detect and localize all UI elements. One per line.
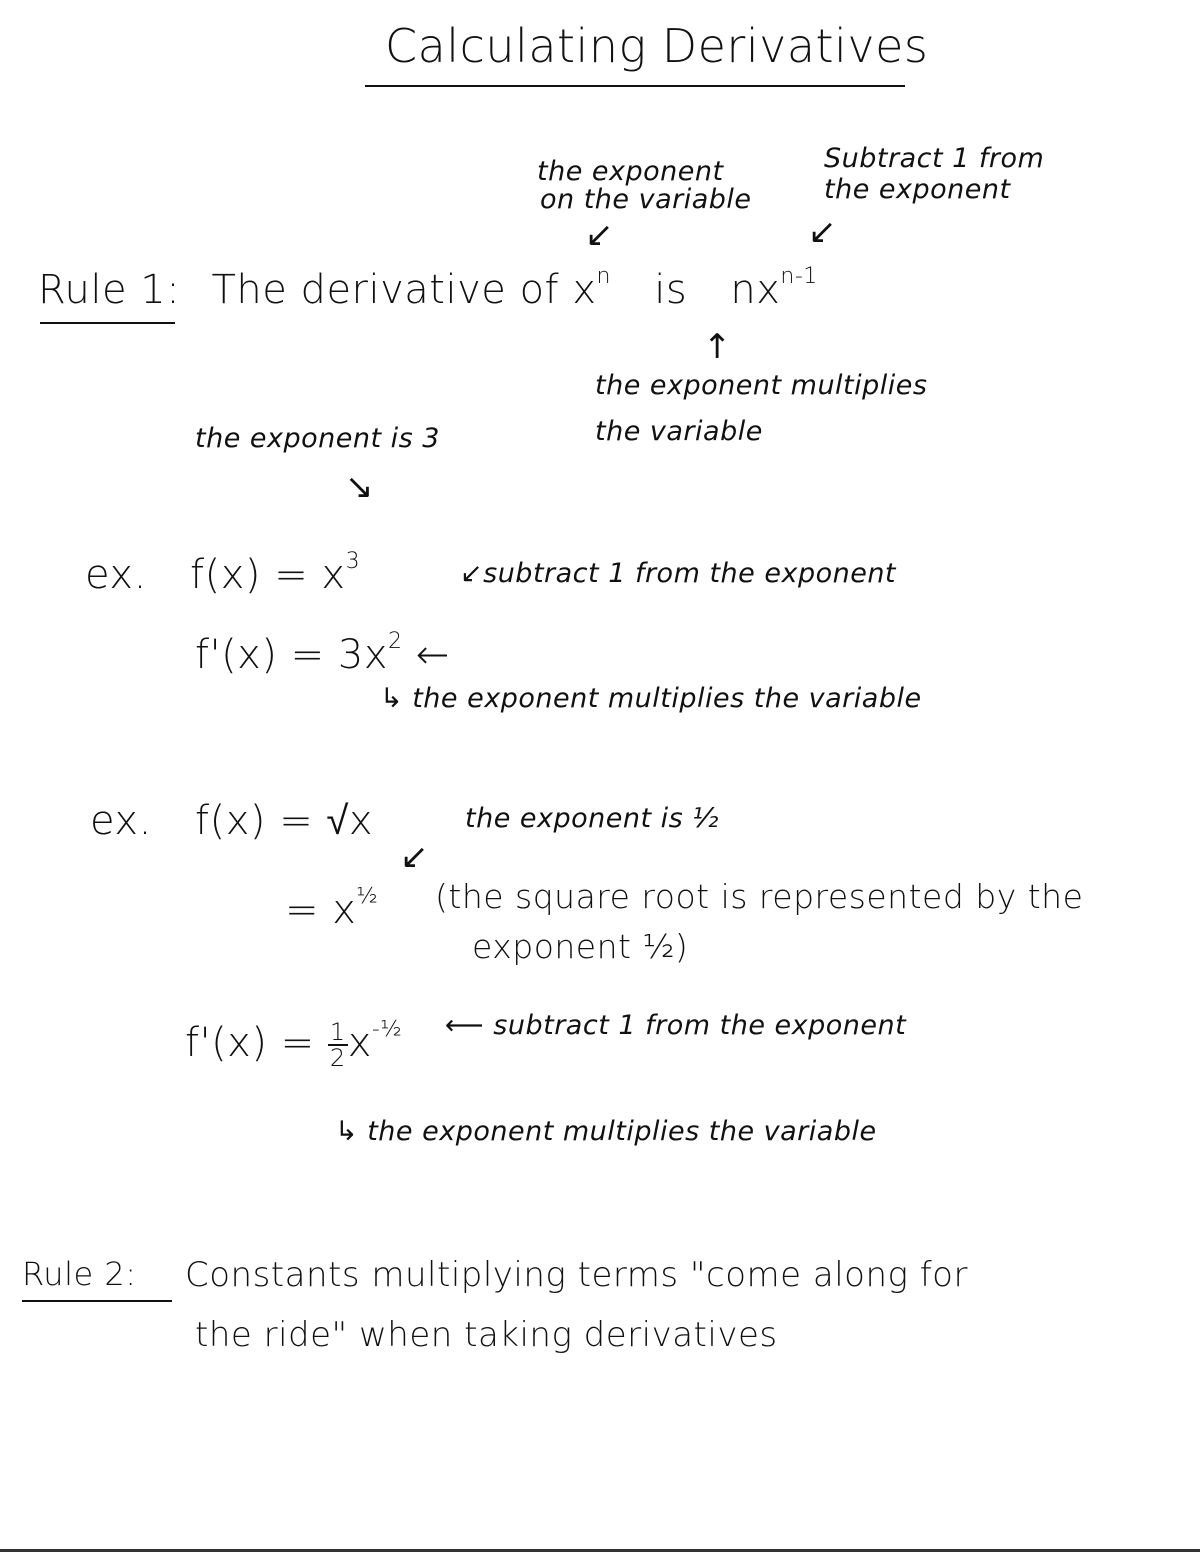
note-multiplies-line2: the variable — [595, 416, 763, 447]
ex2-f-text: f(x) = √x — [195, 798, 374, 844]
page-title: Calculating Derivatives — [385, 19, 929, 73]
note-exponent-line2: on the variable — [540, 184, 752, 215]
ex1-f-text: f(x) = x — [190, 551, 346, 598]
rule1-label: Rule 1: — [38, 266, 181, 313]
rule1-result: nx — [730, 266, 781, 313]
ex1-prefix: ex. — [85, 551, 147, 598]
rule1-base: x — [572, 266, 597, 313]
note-exponent-is-3: the exponent is 3 — [195, 423, 440, 454]
ex2-fp-text: f'(x) = — [185, 1019, 315, 1066]
ex2-note-half: the exponent is ½ — [465, 803, 719, 834]
rule1-exp: n — [596, 264, 611, 289]
rule2-text-line2: the ride" when taking derivatives — [195, 1315, 778, 1355]
arrow-down-right-icon: ↘ — [345, 467, 374, 507]
rule1-result-exp: n-1 — [780, 264, 818, 289]
rule1-underline — [40, 322, 175, 324]
ex2-eq-exp: ½ — [356, 884, 379, 909]
note-multiplies-line1: the exponent multiplies — [595, 370, 928, 401]
ex2-f: ex. f(x) = √x — [90, 800, 373, 842]
rule1-text: The derivative of — [211, 266, 560, 313]
rule1-is: is — [654, 266, 688, 313]
ex2-note-root-line1: (the square root is represented by the — [435, 877, 1084, 916]
ex1-note-multiplies: ↳ the exponent multiplies the variable — [380, 683, 922, 714]
arrow-down-left-icon: ↙ — [400, 837, 429, 877]
note-subtract-line2: the exponent — [824, 174, 1011, 205]
note-exponent-line1: the exponent — [537, 156, 724, 187]
ex2-fp-x: x — [347, 1019, 372, 1066]
ex1-note-subtract: ↙subtract 1 from the exponent — [460, 558, 897, 589]
ex2-note-root-line2: exponent ½) — [472, 927, 689, 966]
arrow-up-icon: ↑ — [703, 327, 732, 367]
fraction-denominator: 2 — [329, 1043, 346, 1072]
ex1-f: ex. f(x) = x3 — [85, 550, 360, 596]
arrow-down-left-icon: ↙ — [808, 212, 837, 252]
ex1-f-exp: 3 — [345, 549, 361, 574]
ex2-note-multiplies-text: the exponent multiplies the variable — [367, 1116, 877, 1147]
rule2-text-line1: Constants multiplying terms "come along … — [185, 1255, 968, 1295]
rule1-line: Rule 1: The derivative of xn is nxn-1 — [38, 265, 818, 311]
ex2-eq-text: = x — [285, 886, 357, 933]
ex2-note-subtract: ⟵ subtract 1 from the exponent — [445, 1010, 907, 1041]
ex1-fp-exp: 2 — [388, 629, 403, 654]
ex1-fp: f'(x) = 3x2 ← — [195, 629, 450, 678]
rule2-underline — [22, 1300, 172, 1302]
ex2-prefix: ex. — [90, 798, 152, 844]
ex1-note-subtract-text: subtract 1 from the exponent — [483, 558, 897, 589]
page-bottom-edge — [0, 1549, 1200, 1552]
ex2-note-multiplies: ↳ the exponent multiplies the variable — [335, 1116, 877, 1147]
rule2-label: Rule 2: — [22, 1255, 137, 1293]
arrow-down-left-icon: ↙ — [585, 215, 614, 255]
fraction-numerator: 1 — [327, 1017, 348, 1046]
ex1-note-multiplies-text: the exponent multiplies the variable — [412, 683, 922, 714]
ex2-eq: = x½ — [285, 885, 378, 931]
ex2-fp-exp: -½ — [371, 1017, 403, 1042]
ex2-note-subtract-text: subtract 1 from the exponent — [493, 1010, 907, 1041]
note-subtract-line1: Subtract 1 from — [824, 143, 1045, 174]
ex1-fp-text: f'(x) = 3x — [195, 631, 389, 678]
title-underline — [365, 85, 905, 87]
